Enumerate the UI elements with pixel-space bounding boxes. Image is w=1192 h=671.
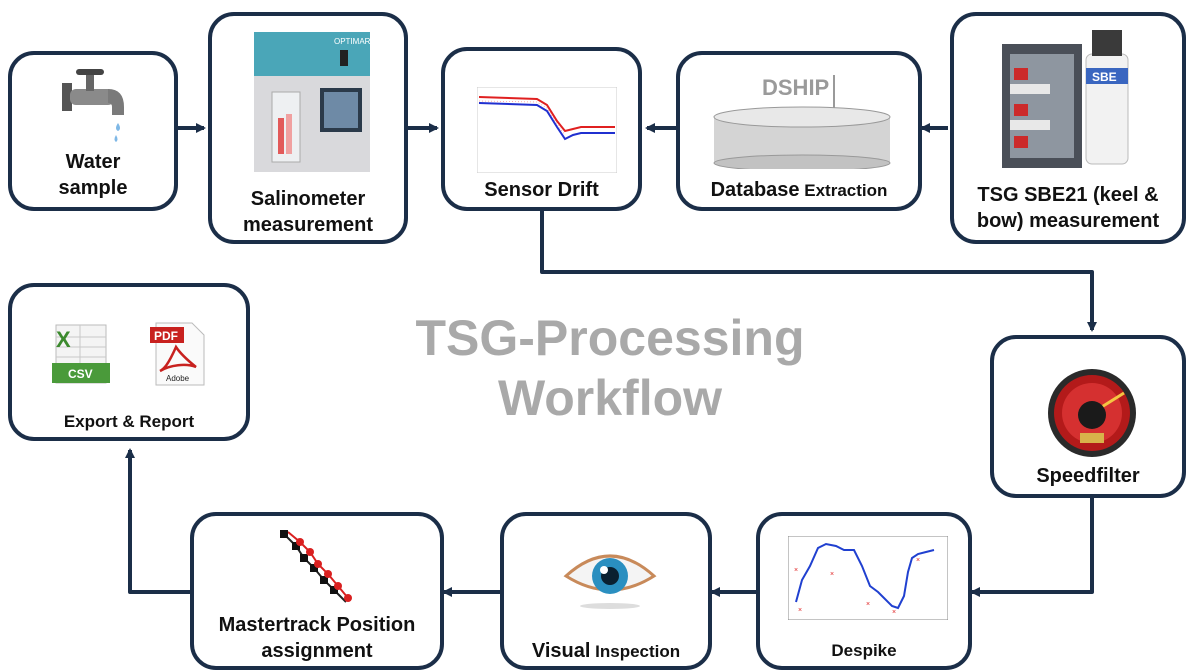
export-report-label: Export & Report bbox=[63, 412, 195, 431]
mastertrack-label-2: assignment bbox=[261, 640, 373, 662]
svg-text:×: × bbox=[892, 609, 896, 616]
sensor-drift-chart-image bbox=[477, 87, 617, 173]
despike-chart-image: × × × × × × bbox=[788, 536, 948, 620]
arrow-drift-to-speedfilter bbox=[540, 211, 1097, 332]
tsg-label-2: bow) measurement bbox=[976, 210, 1160, 232]
svg-text:×: × bbox=[794, 567, 798, 574]
dship-logo: DSHIP bbox=[762, 75, 829, 100]
excel-csv-file-icon: CSV X bbox=[52, 324, 110, 384]
mastertrack-label-1: Mastertrack Position bbox=[218, 614, 416, 636]
salinometer-device-image: OPTIMARE bbox=[254, 32, 374, 172]
step-tsg-measurement[interactable]: SBE TSG SBE21 (keel & bow) measurement bbox=[950, 12, 1186, 244]
sbe-logo: SBE bbox=[1092, 70, 1117, 84]
step-visual-inspection[interactable]: Visual Inspection bbox=[500, 512, 712, 670]
step-salinometer[interactable]: OPTIMARE Salinometer measurement bbox=[208, 12, 408, 244]
arrow-mastertrack-to-export bbox=[125, 448, 190, 594]
mastertrack-positions-icon bbox=[280, 530, 352, 603]
svg-text:×: × bbox=[798, 607, 802, 614]
arrow-speedfilter-to-despike bbox=[970, 498, 1094, 597]
water-tap-icon bbox=[62, 69, 124, 142]
speedfilter-label: Speedfilter bbox=[1036, 465, 1140, 487]
salinometer-label-1: Salinometer bbox=[250, 188, 366, 210]
svg-text:×: × bbox=[830, 571, 834, 578]
database-cylinder-icon: DSHIP bbox=[713, 75, 891, 169]
step-despike[interactable]: × × × × × × Despike bbox=[756, 512, 972, 670]
salinometer-label-2: measurement bbox=[242, 214, 374, 236]
step-water-sample[interactable]: Water sample bbox=[8, 51, 178, 211]
step-database-extraction[interactable]: DSHIP Database Extraction bbox=[676, 51, 922, 211]
salinometer-brand: OPTIMARE bbox=[334, 37, 374, 46]
visual-inspection-label: Visual Inspection bbox=[531, 640, 681, 662]
svg-text:×: × bbox=[916, 557, 920, 564]
pdf-label: PDF bbox=[154, 329, 178, 343]
step-speedfilter[interactable]: Speedfilter bbox=[990, 335, 1186, 498]
sensor-drift-label: Sensor Drift bbox=[484, 179, 599, 201]
database-extraction-label: Database Extraction bbox=[710, 179, 888, 201]
workflow-title-line1: TSG-Processing bbox=[415, 310, 805, 366]
adobe-label: Adobe bbox=[166, 374, 190, 383]
step-mastertrack[interactable]: Mastertrack Position assignment bbox=[190, 512, 444, 670]
svg-text:X: X bbox=[56, 327, 71, 352]
pdf-adobe-file-icon: PDF Adobe bbox=[150, 322, 205, 386]
tsg-sbe21-device-image: SBE bbox=[1002, 30, 1129, 168]
speedometer-gauge-icon bbox=[1048, 369, 1136, 457]
svg-text:×: × bbox=[866, 601, 870, 608]
eye-icon bbox=[563, 554, 657, 609]
workflow-title-line2: Workflow bbox=[497, 370, 723, 426]
water-sample-label-1: Water bbox=[65, 151, 121, 173]
step-sensor-drift[interactable]: Sensor Drift bbox=[441, 47, 642, 211]
tsg-label-1: TSG SBE21 (keel & bbox=[977, 184, 1159, 206]
water-sample-label-2: sample bbox=[58, 177, 128, 199]
csv-label: CSV bbox=[68, 367, 93, 381]
despike-label: Despike bbox=[831, 641, 897, 660]
step-export-report[interactable]: CSV X PDF Adobe Export & Report bbox=[8, 283, 250, 441]
